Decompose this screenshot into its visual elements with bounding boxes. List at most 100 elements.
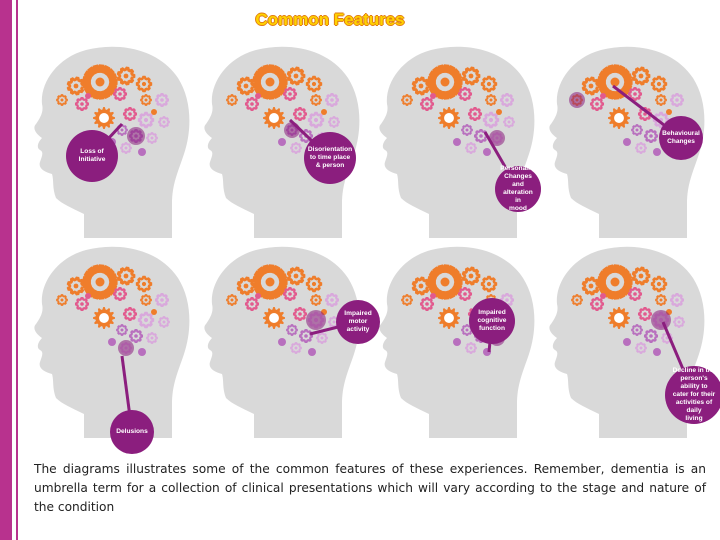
gear-hub <box>96 278 105 287</box>
head-graphic <box>367 238 537 443</box>
gear-hub <box>314 118 318 122</box>
dot-icon <box>483 148 491 156</box>
gear-hub <box>639 74 644 79</box>
gear-hub <box>250 302 254 306</box>
gear-hub <box>487 82 491 86</box>
dot-icon <box>85 293 91 299</box>
gear-hub <box>315 99 318 102</box>
gear-hub <box>469 274 474 279</box>
dot-icon <box>321 109 327 115</box>
head-graphic <box>22 238 192 443</box>
gear-hub <box>312 282 316 286</box>
gear-hub <box>611 278 620 287</box>
gear-hub <box>479 134 483 138</box>
gear-hub <box>643 312 647 316</box>
gear-hub <box>144 118 148 122</box>
gear-hub <box>505 98 509 102</box>
left-accent-bar <box>0 0 12 540</box>
highlight-icon <box>651 310 671 330</box>
gear-hub <box>291 329 294 332</box>
gear-hub <box>469 74 474 79</box>
gear-hub <box>151 137 154 140</box>
head-diagram-3: Personality Changes and alteration in mo… <box>367 38 537 243</box>
gear-hub <box>406 299 409 302</box>
gear-hub <box>406 99 409 102</box>
gear-hub <box>134 334 138 338</box>
gear-hub <box>640 347 643 350</box>
gear-hub <box>231 99 234 102</box>
gear-hub <box>419 284 424 289</box>
gear-hub <box>99 113 109 123</box>
gear-hub <box>633 92 637 96</box>
gear-hub <box>470 347 473 350</box>
gear-hub <box>298 312 302 316</box>
feature-bubble: Disorientation to time place & person <box>304 132 356 184</box>
gear-hub <box>266 278 275 287</box>
dot-icon <box>151 109 157 115</box>
gear-hub <box>657 82 661 86</box>
gear-hub <box>576 299 579 302</box>
gear-hub <box>294 74 299 79</box>
gear-hub <box>304 334 308 338</box>
gear-hub <box>489 118 493 122</box>
gear-hub <box>231 299 234 302</box>
gear-hub <box>636 329 639 332</box>
head-diagram-6: Impaired motor activity <box>192 238 362 443</box>
gear-hub <box>121 129 124 132</box>
head-diagram-4: Behavioural Changes <box>537 38 707 243</box>
dot-icon <box>255 293 261 299</box>
dot-icon <box>496 109 502 115</box>
dot-icon <box>666 109 672 115</box>
gear-hub <box>269 113 279 123</box>
gear-hub <box>124 74 129 79</box>
gear-hub <box>640 147 643 150</box>
gear-hub <box>128 112 132 116</box>
gear-hub <box>649 134 653 138</box>
dot-icon <box>138 348 146 356</box>
heads-grid: Loss of Initiative Disorientation to tim… <box>22 38 712 448</box>
dot-icon <box>623 338 631 346</box>
gear-hub <box>660 99 663 102</box>
gear-hub <box>312 82 316 86</box>
gear-hub <box>614 113 624 123</box>
gear-hub <box>595 302 599 306</box>
gear-hub <box>118 292 122 296</box>
dot-icon <box>453 338 461 346</box>
gear-hub <box>508 121 511 124</box>
gear-hub <box>250 102 254 106</box>
gear-hub <box>145 299 148 302</box>
gear-hub <box>633 292 637 296</box>
gear-hub <box>294 274 299 279</box>
gear-hub <box>657 282 661 286</box>
gear-hub <box>266 78 275 87</box>
dot-icon <box>85 93 91 99</box>
gear-hub <box>490 99 493 102</box>
left-accent-line <box>16 0 18 540</box>
dot-icon <box>138 148 146 156</box>
gear-hub <box>678 321 681 324</box>
dot-icon <box>653 348 661 356</box>
gear-hub <box>315 299 318 302</box>
gear-hub <box>649 334 653 338</box>
gear-hub <box>470 147 473 150</box>
dot-icon <box>278 338 286 346</box>
head-diagram-7: Impaired cognitive function <box>367 238 537 443</box>
gear-hub <box>74 84 79 89</box>
dot-icon <box>278 138 286 146</box>
gear-hub <box>675 298 679 302</box>
head-diagram-8: Decline in the person's ability to cater… <box>537 238 707 443</box>
page-title: Common Features <box>0 10 660 30</box>
feature-bubble: Decline in the person's ability to cater… <box>665 366 720 424</box>
gear-hub <box>333 121 336 124</box>
gear-hub <box>96 78 105 87</box>
gear-hub <box>636 129 639 132</box>
gear-hub <box>330 298 334 302</box>
gear-hub <box>118 92 122 96</box>
gear-hub <box>80 102 84 106</box>
caption-text: The diagrams illustrates some of the com… <box>34 460 706 517</box>
dot-icon <box>108 338 116 346</box>
gear-hub <box>330 98 334 102</box>
gear-hub <box>160 98 164 102</box>
gear-hub <box>589 84 594 89</box>
gear-hub <box>295 147 298 150</box>
